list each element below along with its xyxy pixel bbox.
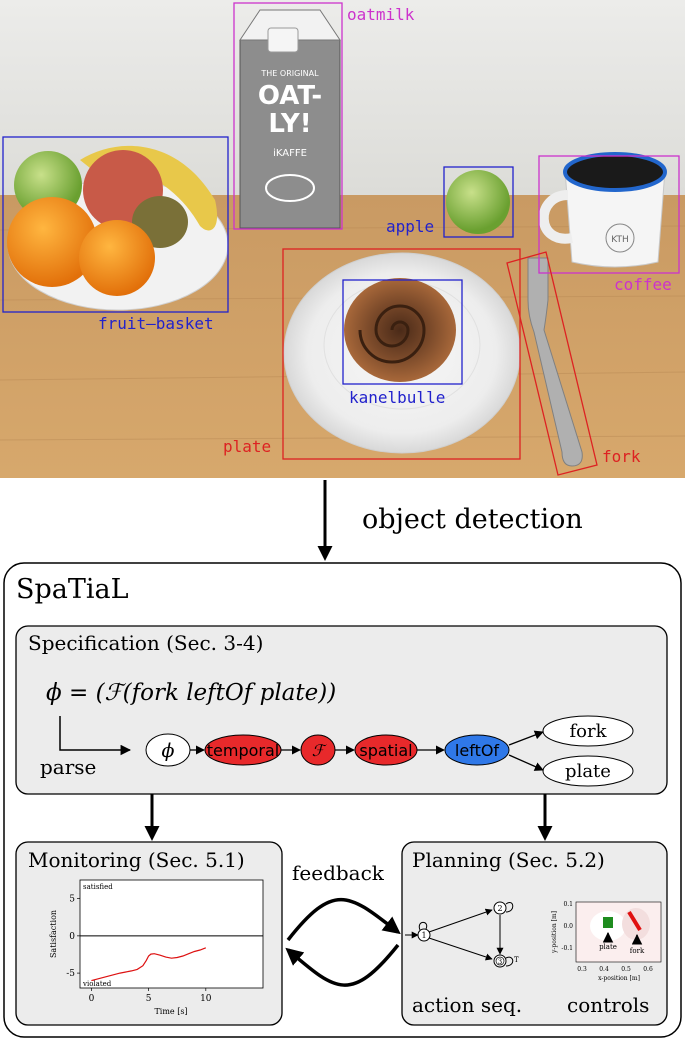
coffee-mug-object: KTH [538, 152, 667, 268]
feedback-label: feedback [292, 861, 385, 885]
detection-labels: oatmilk fruit–basket apple coffee kanelb… [98, 5, 672, 466]
mini-xtick-2: 0.4 [599, 966, 609, 973]
node-leftOf [444, 734, 510, 766]
parse-arrow [59, 716, 132, 756]
bbox-coffee [538, 155, 680, 274]
carton-brand-line3: LY! [268, 109, 311, 139]
chart-xlabel: Time [s] [154, 1007, 187, 1016]
chart-plot-area [79, 879, 264, 989]
chart-annotation-violated: violated [82, 980, 112, 988]
object-detection-label: object detection [362, 504, 583, 535]
state-3-label: 3 [498, 958, 502, 966]
chart-annotation-satisfied: satisfied [83, 883, 113, 891]
spatial-framework-diagram: object detection SpaTiaL Specification (… [3, 480, 682, 1038]
fruit-basket-object [7, 145, 229, 311]
mini-xtick-3: 0.5 [621, 966, 631, 973]
state-1-label: 1 [421, 931, 426, 940]
fork-object [527, 257, 583, 467]
bbox-oatmilk [233, 2, 343, 230]
node-plate-label: plate [565, 761, 611, 782]
mini-ylabel: y-position [m] [551, 911, 558, 954]
node-leftOf-label: leftOf [455, 741, 500, 760]
action-seq-label: action seq. [412, 993, 522, 1017]
mini-ytick-mid: 0.0 [563, 923, 573, 930]
controls-mini-plot: plate fork 0.1 0.0 -0.1 0.3 0.4 0.5 0.6 … [551, 901, 662, 982]
oatmilk-carton-object: THE ORIGINAL OAT- LY! iKAFFE [239, 9, 341, 229]
mug-logo-text: KTH [611, 235, 628, 245]
label-kanelbulle: kanelbulle [349, 388, 445, 407]
node-plate [542, 755, 634, 787]
mini-xtick-1: 0.3 [577, 966, 587, 973]
label-fork: fork [602, 447, 641, 466]
state-3-inner [495, 956, 505, 966]
chart-ytick-label: 5 [69, 895, 75, 905]
chart-ytick-label: 0 [69, 932, 75, 942]
planning-title: Planning (Sec. 5.2) [412, 848, 605, 872]
node-phi-label: ϕ [162, 740, 175, 762]
monitoring-chart: satisfied violated 0 5 10 5 0 -5 Time [s] Sat… [49, 879, 264, 1016]
kanelbulle-object [344, 278, 456, 382]
parse-tree-edges [190, 730, 544, 771]
node-F-label: ℱ [312, 741, 328, 760]
chart-ticks: 0 5 10 5 0 -5 [66, 895, 212, 1004]
mini-ytick-top: 0.1 [563, 901, 573, 908]
final-state-mark: T [514, 956, 519, 964]
node-fork-label: fork [569, 721, 607, 742]
bbox-fork [506, 251, 598, 476]
mini-xlabel: x-position [m] [598, 975, 640, 982]
carton-brand-line4: iKAFFE [273, 148, 307, 159]
label-oatmilk: oatmilk [347, 5, 415, 24]
chart-ylabel: Satisfaction [49, 910, 58, 958]
spatial-title: SpaTiaL [16, 574, 129, 605]
node-spatial-label: spatial [359, 741, 412, 760]
state-2-label: 2 [497, 904, 502, 913]
controls-label: controls [567, 993, 649, 1017]
specification-title: Specification (Sec. 3-4) [28, 631, 263, 655]
state-2 [493, 901, 507, 915]
mini-xtick-4: 0.6 [643, 966, 653, 973]
detection-boxes [2, 2, 680, 476]
bbox-apple [443, 166, 514, 238]
table-scene-photo: THE ORIGINAL OAT- LY! iKAFFE KTH oatmilk… [0, 0, 685, 478]
spec-formula: ϕ = (ℱ(fork leftOf plate)) [46, 680, 336, 706]
chart-ytick-label: -5 [66, 969, 75, 979]
mini-ytick-bot: -0.1 [561, 945, 573, 952]
bbox-kanelbulle [342, 279, 463, 385]
chart-xtick-label: 5 [146, 994, 152, 1004]
apple-object [446, 170, 510, 234]
parse-label: parse [40, 755, 96, 779]
chart-xtick-label: 10 [200, 994, 212, 1004]
label-coffee: coffee [614, 275, 672, 294]
carton-brand-line2: OAT- [258, 81, 322, 111]
bbox-fruit-basket [2, 136, 229, 313]
monitoring-title: Monitoring (Sec. 5.1) [28, 848, 245, 872]
node-temporal-label: temporal [207, 741, 279, 760]
carton-brand-line1: THE ORIGINAL [260, 69, 319, 78]
planning-box [401, 841, 668, 1026]
feedback-arrow-to-monitoring [285, 943, 400, 987]
label-plate: plate [223, 437, 271, 456]
bbox-plate [282, 248, 521, 460]
state-1 [417, 928, 431, 942]
mini-fork-label: fork [630, 947, 645, 955]
label-apple: apple [386, 217, 434, 236]
mini-plate-label: plate [599, 943, 617, 951]
feedback-arrow-to-planning [286, 897, 401, 942]
mini-fork-marker [627, 910, 642, 932]
chart-xtick-label: 0 [89, 994, 95, 1004]
mini-plate-marker [603, 917, 613, 928]
action-sequence-automaton [405, 902, 514, 967]
satisfaction-series-line [91, 947, 207, 982]
label-fruit-basket: fruit–basket [98, 314, 214, 333]
